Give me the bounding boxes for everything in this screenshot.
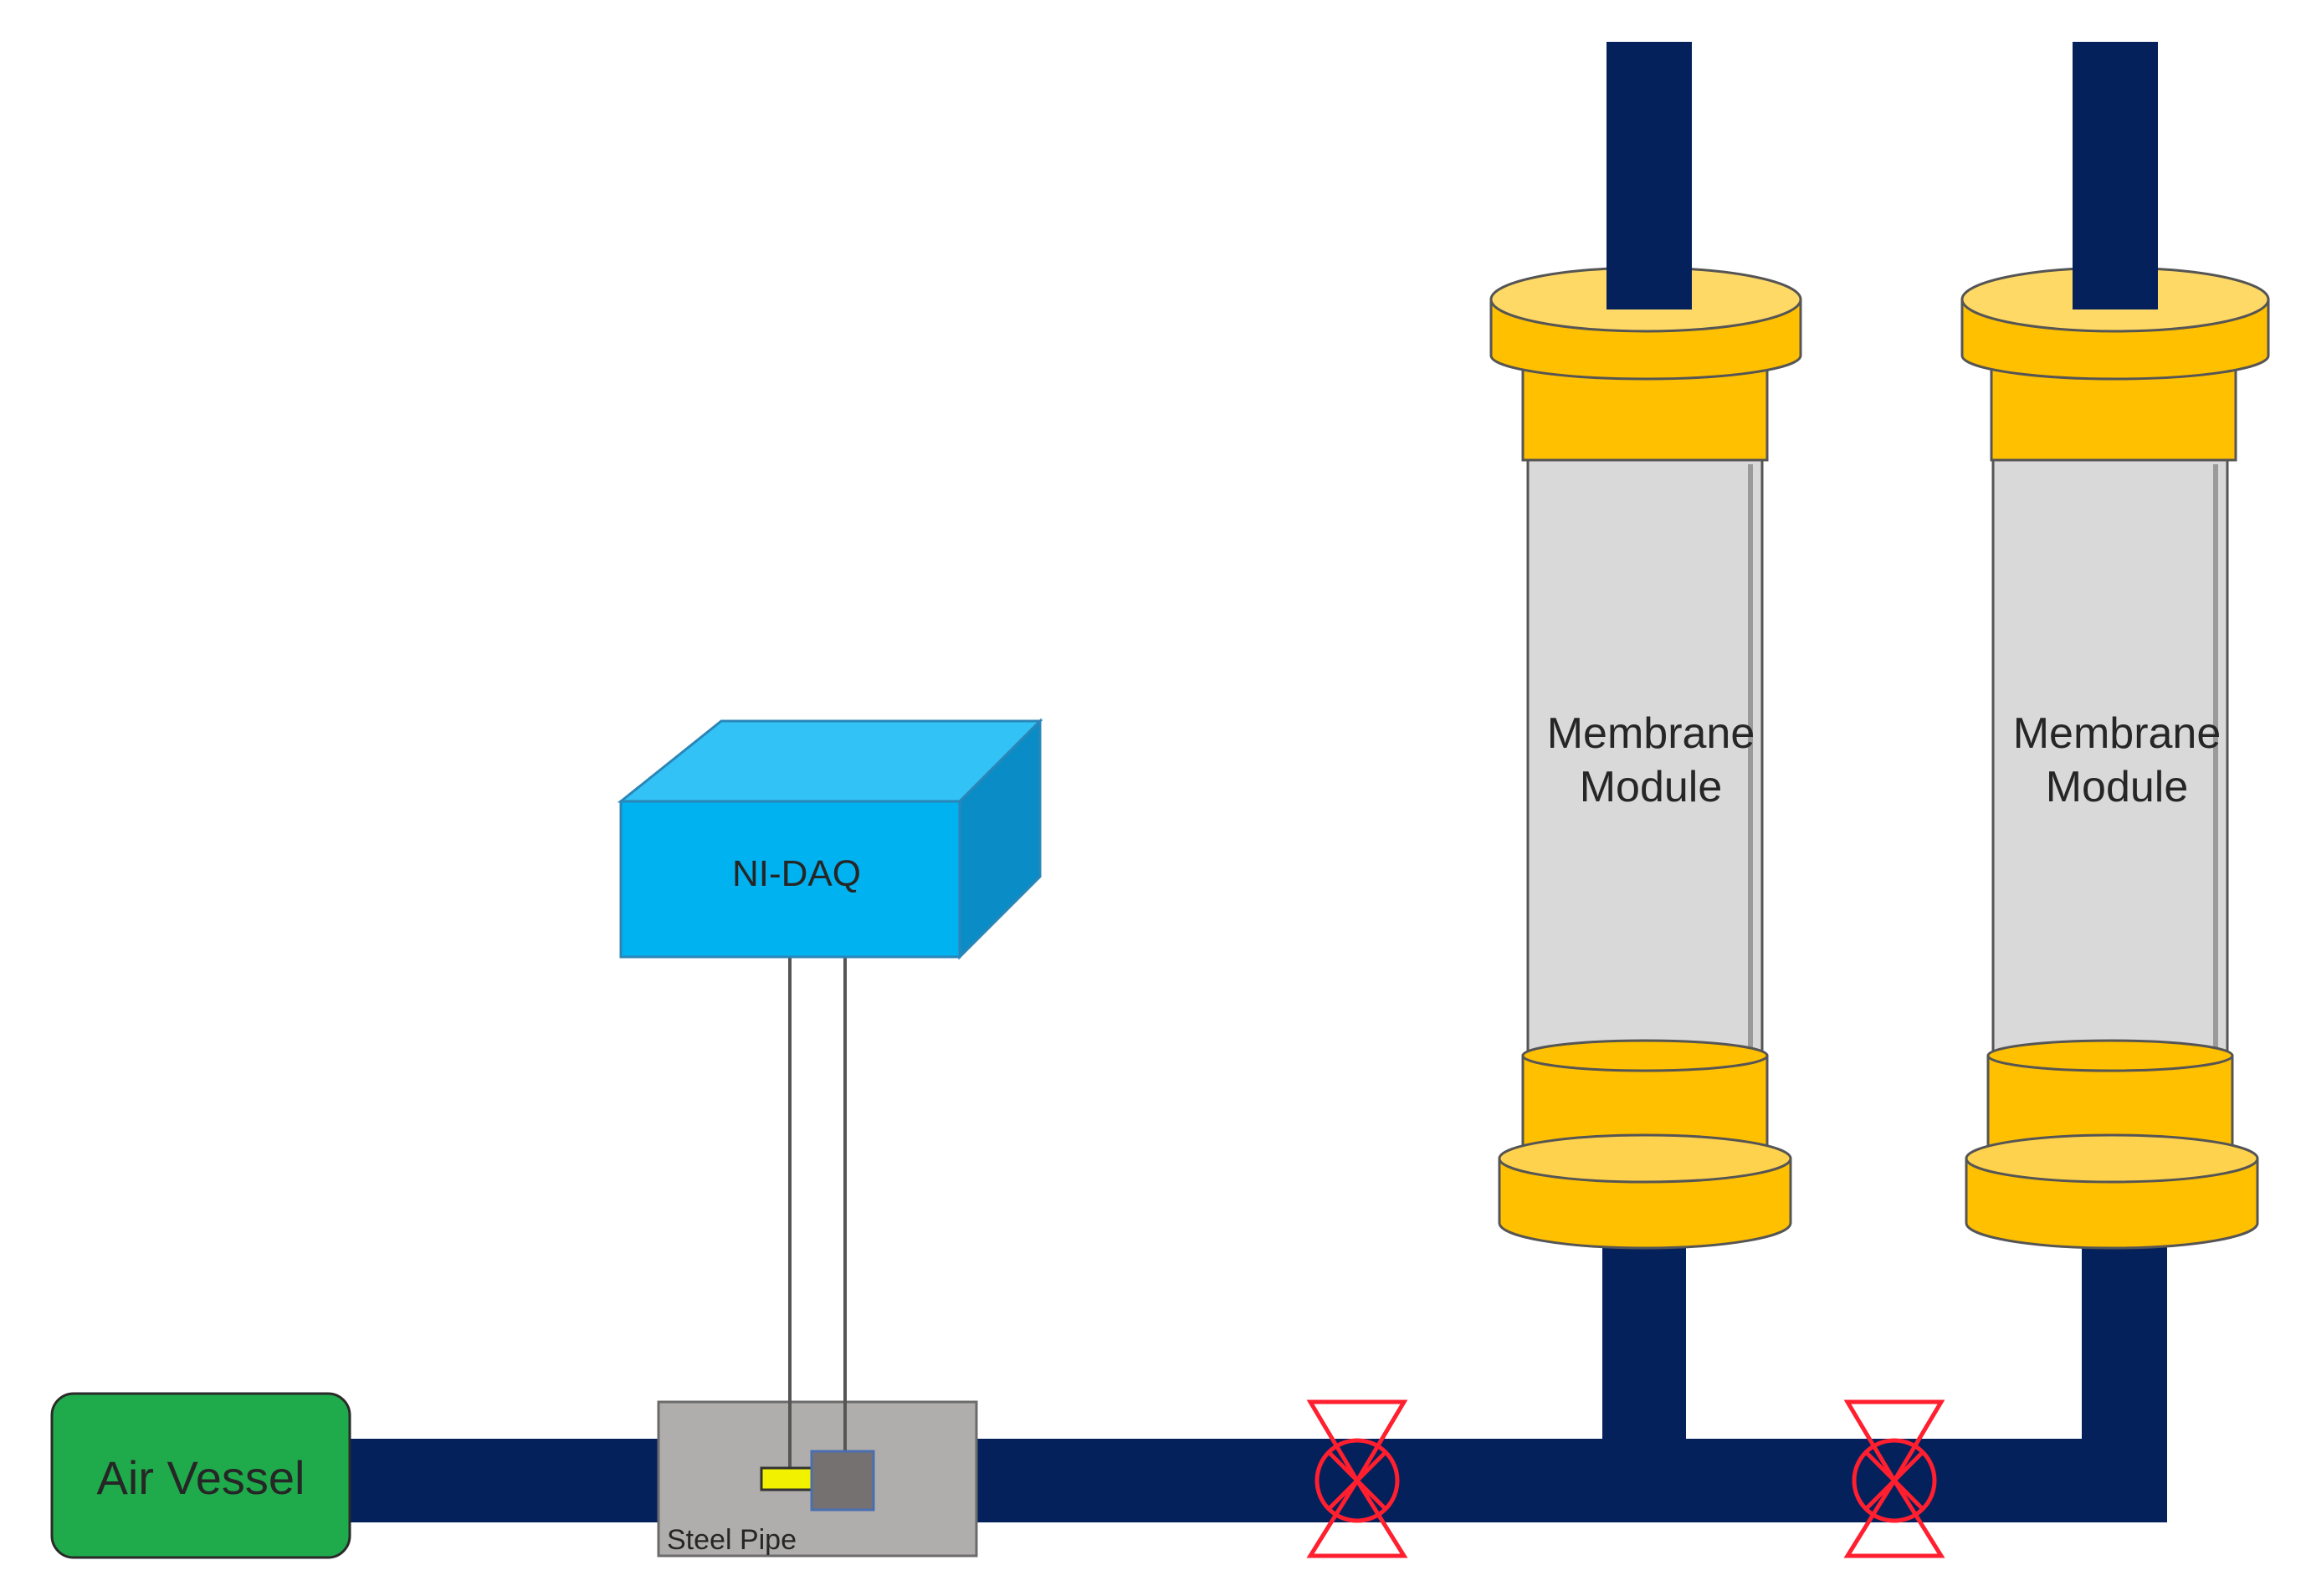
membrane-2-label-line1: Membrane (2013, 709, 2221, 758)
membrane-2-body (1991, 458, 2229, 1056)
steel-pipe-label: Steel Pipe (667, 1524, 797, 1556)
temperature-sensor (760, 1466, 813, 1491)
membrane-module-1: Membrane Module (1489, 251, 1802, 1250)
valve-1 (1306, 1399, 1408, 1558)
sensor-wires (788, 954, 847, 1468)
ni-daq-label: NI-DAQ (732, 853, 861, 894)
riser-pipe-1 (1602, 1246, 1686, 1497)
air-vessel-label: Air Vessel (97, 1451, 305, 1504)
pressure-transducer (810, 1450, 875, 1512)
ni-daq-box: NI-DAQ (617, 718, 1043, 960)
membrane-1-top-cap (1489, 251, 1802, 462)
ni-daq-front-face (619, 800, 961, 959)
membrane-2-label-line2: Module (2046, 763, 2189, 811)
valve-2 (1843, 1399, 1945, 1558)
membrane-1-label-line1: Membrane (1547, 709, 1755, 758)
membrane-1-bottom-cap (1498, 1039, 1792, 1250)
membrane-module-2: Membrane Module (1960, 251, 2270, 1250)
membrane-2-bottom-cap (1965, 1039, 2259, 1250)
air-vessel: Air Vessel (50, 1392, 351, 1559)
membrane-1-label-line2: Module (1580, 763, 1723, 811)
membrane-1-body (1526, 458, 1764, 1056)
membrane-2-top-cap (1960, 251, 2270, 462)
riser-pipe-2 (2082, 1246, 2167, 1497)
